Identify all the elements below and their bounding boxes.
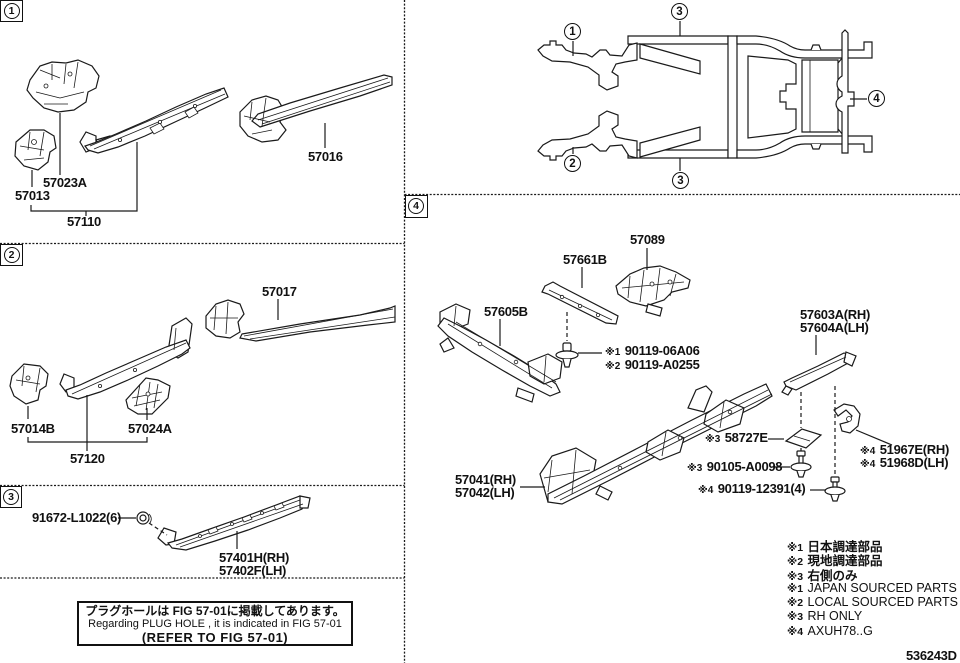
fastener-label-58727E: ※3 58727E	[705, 430, 768, 445]
bolt-90105-A0098	[790, 450, 812, 478]
part-drawing-57016	[239, 74, 393, 143]
section2-leaders	[27, 299, 279, 451]
section4-leaders	[499, 248, 893, 491]
legend-line: ※3 右側のみ	[787, 568, 858, 583]
frame-overview-drawing	[537, 29, 873, 161]
note-line-ref: (REFER TO FIG 57-01)	[141, 630, 289, 645]
part-drawing-57013	[14, 129, 57, 171]
legend-line: ※1 日本調達部品	[787, 540, 883, 554]
part-label-57604A: 57604A(LH)	[800, 320, 869, 335]
legend-line: ※2 LOCAL SOURCED PARTS	[787, 595, 959, 610]
part-label-57401H: 57401H(RH)	[219, 550, 289, 565]
part-label-57042: 57042(LH)	[455, 485, 515, 500]
section-tag-3: 3	[0, 485, 22, 508]
part-drawing-57661B	[541, 281, 619, 325]
part-label-57603A: 57603A(RH)	[800, 307, 870, 322]
section3-leaders	[118, 517, 238, 549]
part-drawing-57120	[59, 317, 193, 400]
legend-line: ※4 AXUH78..G	[787, 623, 873, 638]
section-tag-1: 1	[0, 0, 23, 22]
callout-1-icon: 1	[564, 23, 581, 40]
note-line-en: Regarding PLUG HOLE , it is indicated in…	[88, 618, 342, 630]
section-tag-2: 2	[0, 243, 23, 266]
callout-4-icon: 4	[868, 90, 885, 107]
part-drawing-57401H	[157, 495, 311, 551]
legend-line: ※1 JAPAN SOURCED PARTS	[787, 580, 957, 595]
note-line-jp: プラグホールは FIG 57-01に掲載してあります。	[85, 604, 345, 618]
legend-line: ※2 現地調達部品	[787, 554, 883, 569]
grommet-91672	[136, 511, 152, 525]
section1-leaders	[30, 113, 326, 216]
part-drawing-57024A	[125, 377, 171, 415]
part-label-57023A: 57023A	[43, 175, 87, 190]
part-drawing-57017	[205, 299, 396, 342]
part-label-57120: 57120	[70, 451, 105, 466]
part-label-57014B: 57014B	[11, 421, 55, 436]
callout-3-top-icon: 3	[671, 3, 688, 20]
part-label-57605B: 57605B	[484, 304, 528, 319]
callout-2-icon: 2	[564, 155, 581, 172]
part-label-57089: 57089	[630, 232, 665, 247]
part-label-91672-L1022: 91672-L1022(6)	[32, 510, 122, 525]
part-drawing-57110	[79, 87, 229, 154]
part-label-57024A: 57024A	[128, 421, 172, 436]
part-label-57661B: 57661B	[563, 252, 607, 267]
fastener-label-90119-A0255: ※2 90119-A0255	[605, 357, 700, 372]
part-drawing-58727E	[784, 428, 823, 449]
legend: ※1 日本調達部品 ※2 現地調達部品 ※3 右側のみ ※1 JAPAN SOU…	[787, 536, 959, 638]
fastener-label-90105-A0098: ※3 90105-A0098	[687, 459, 783, 474]
part-label-57017: 57017	[262, 284, 297, 299]
fastener-label-90119-12391: ※4 90119-12391(4)	[698, 481, 806, 496]
part-label-57041: 57041(RH)	[455, 472, 516, 487]
plug-hole-note: プラグホールは FIG 57-01に掲載してあります。 Regarding PL…	[77, 601, 353, 646]
part-label-57110: 57110	[67, 214, 101, 229]
part-drawing-57014B	[9, 363, 49, 405]
part-label-57016: 57016	[308, 149, 343, 164]
part-drawing-57089	[615, 265, 691, 317]
bolt-90119-12391	[824, 476, 846, 502]
overview-callout-leaders	[572, 21, 867, 171]
fastener-label-90119-06A06: ※1 90119-06A06	[605, 343, 700, 358]
fastener-label-51968D: ※4 51968D(LH)	[860, 455, 949, 470]
bolt-90119-06A06	[555, 342, 579, 368]
part-label-57013: 57013	[15, 188, 50, 203]
part-drawing-57603A	[781, 351, 857, 396]
part-label-57402F: 57402F(LH)	[219, 563, 287, 578]
fastener-label-51967E: ※4 51967E(RH)	[860, 442, 950, 457]
legend-line: ※3 RH ONLY	[787, 609, 863, 624]
doc-number: 536243D	[906, 648, 957, 663]
part-drawing-57041	[539, 383, 773, 505]
callout-3-bottom-icon: 3	[672, 172, 689, 189]
section-tag-4: 4	[404, 194, 428, 218]
part-drawing-51967E	[833, 403, 861, 434]
part-drawing-57605B	[437, 303, 563, 403]
part-drawing-57023A	[26, 59, 100, 113]
